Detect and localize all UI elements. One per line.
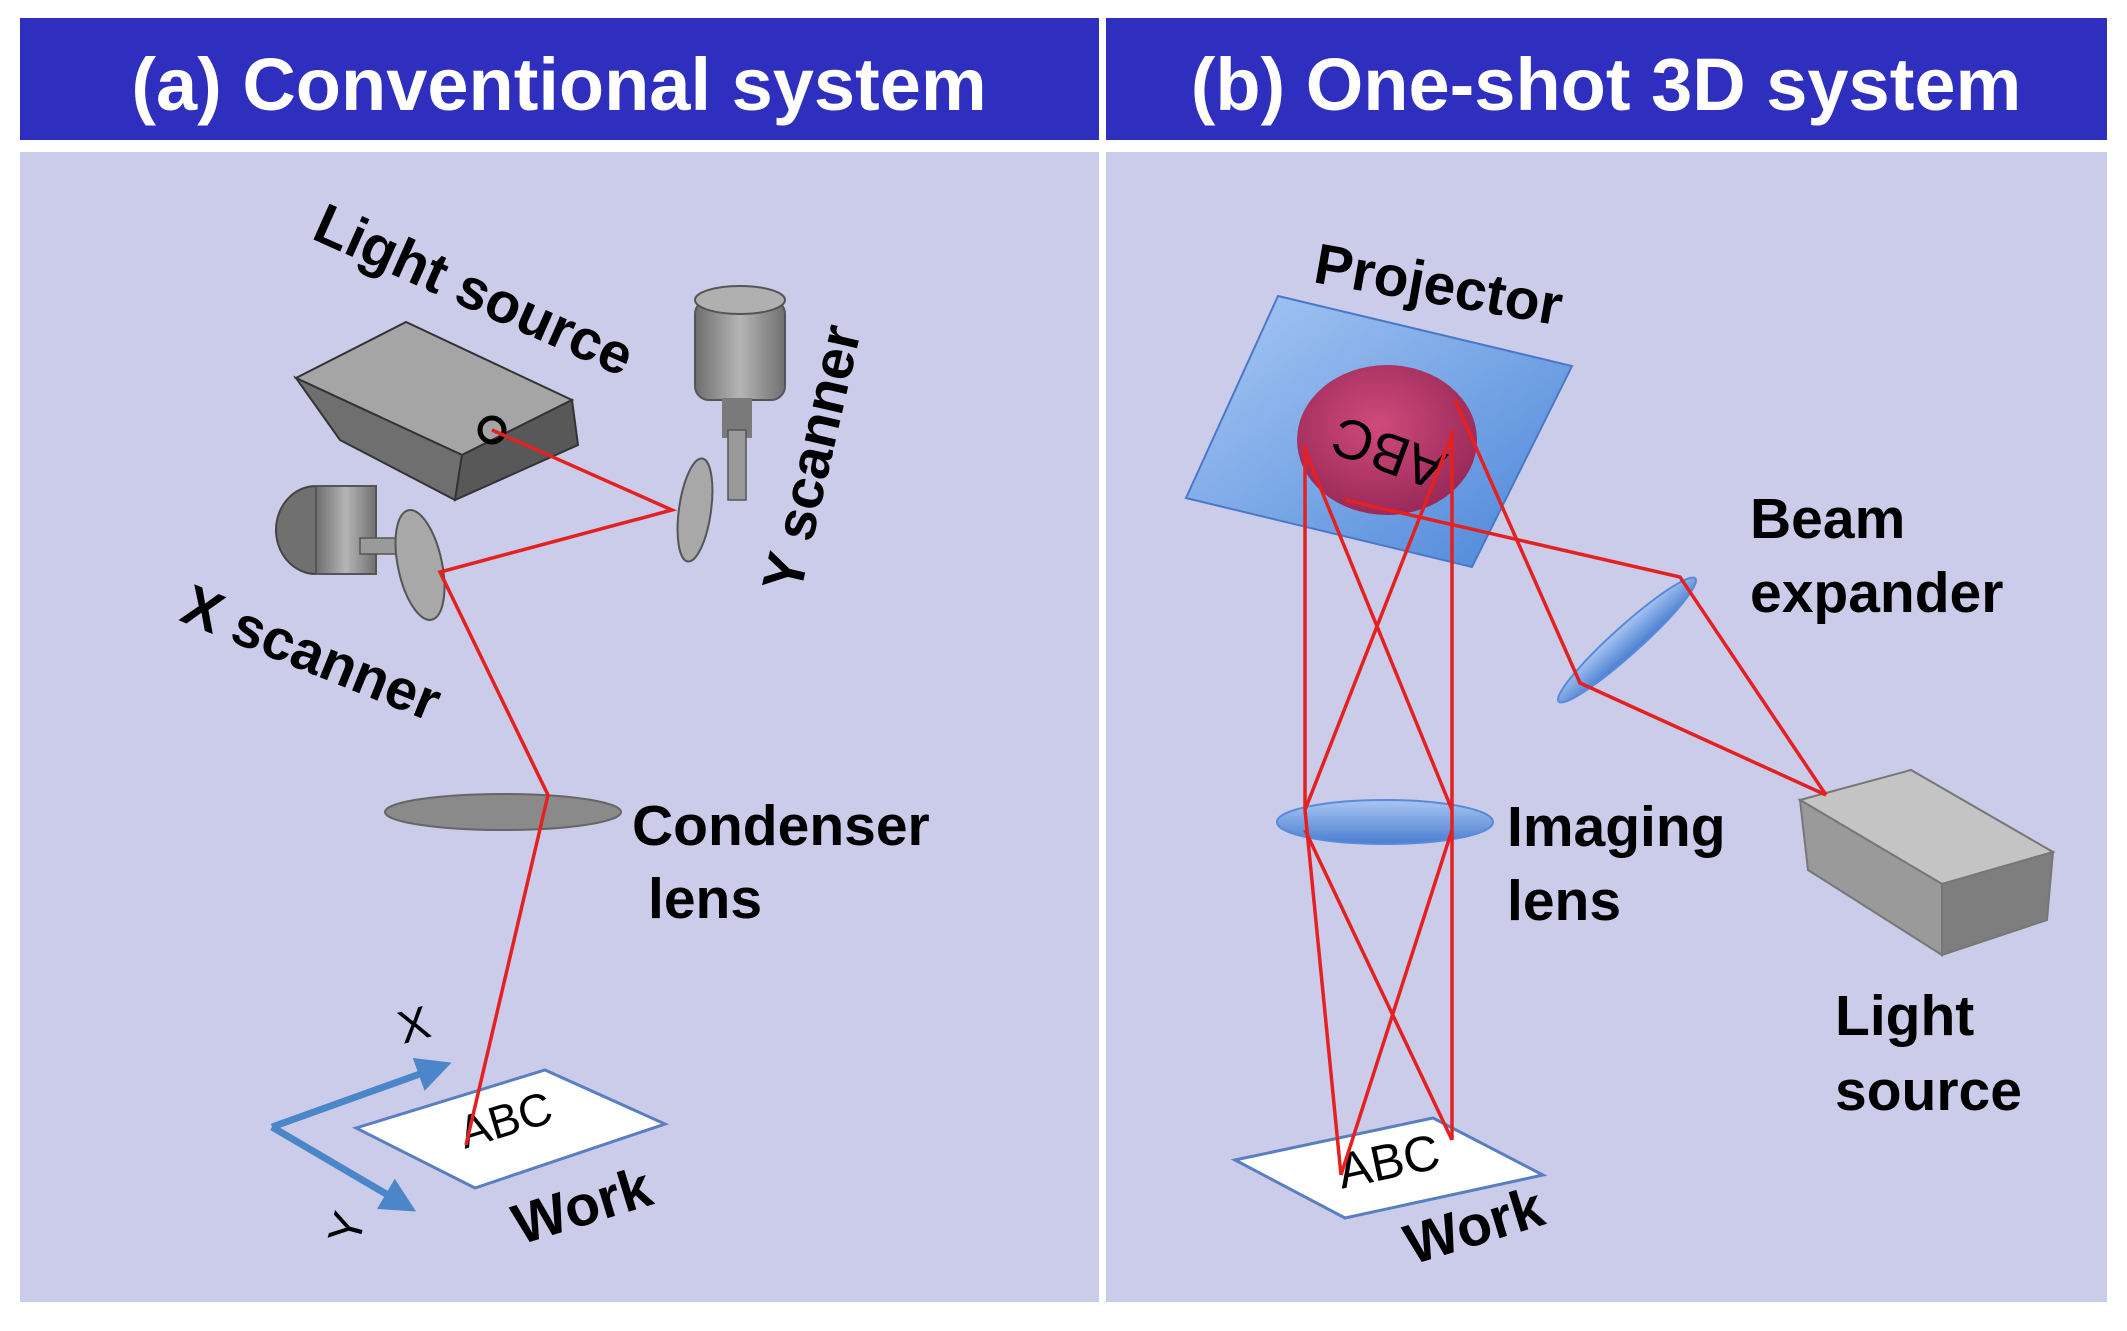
label-light-line1: Light (1835, 984, 1974, 1048)
work-plate-a: ABC (351, 1068, 670, 1190)
condenser-lens-icon (384, 793, 622, 831)
label-condenser-line2: lens (648, 867, 762, 931)
projector-spot-icon (1297, 365, 1477, 515)
panel-b: (b) One-shot 3D system ABC ABC (1106, 18, 2107, 1302)
panel-b-background (1106, 152, 2107, 1302)
label-condenser-line1: Condenser (632, 794, 930, 858)
beam-expander-icon (1556, 576, 1698, 704)
light-source-box-b-icon (1797, 768, 2056, 957)
label-beam-line2: expander (1750, 561, 2003, 625)
projector-icon: ABC (1184, 294, 1574, 569)
panel-b-header (1106, 18, 2107, 140)
panel-a-header (20, 18, 1099, 140)
x-scanner-icon (275, 485, 446, 621)
laser-rays-b (1303, 399, 1828, 1176)
label-beam-line1: Beam (1750, 487, 1905, 551)
work-plate-b: ABC (1230, 1116, 1548, 1220)
panel-a: (a) Conventional system (20, 18, 1099, 1302)
panel-a-title: (a) Conventional system (131, 43, 986, 126)
panel-b-title: (b) One-shot 3D system (1191, 43, 2022, 126)
light-source-box-icon (293, 320, 580, 502)
y-scanner-icon (676, 285, 786, 563)
laser-rays-a (437, 428, 678, 1146)
label-imaging-line2: lens (1507, 869, 1621, 933)
label-light-line2: source (1835, 1059, 2022, 1123)
label-imaging-line1: Imaging (1507, 795, 1726, 859)
imaging-lens-icon (1276, 799, 1494, 845)
